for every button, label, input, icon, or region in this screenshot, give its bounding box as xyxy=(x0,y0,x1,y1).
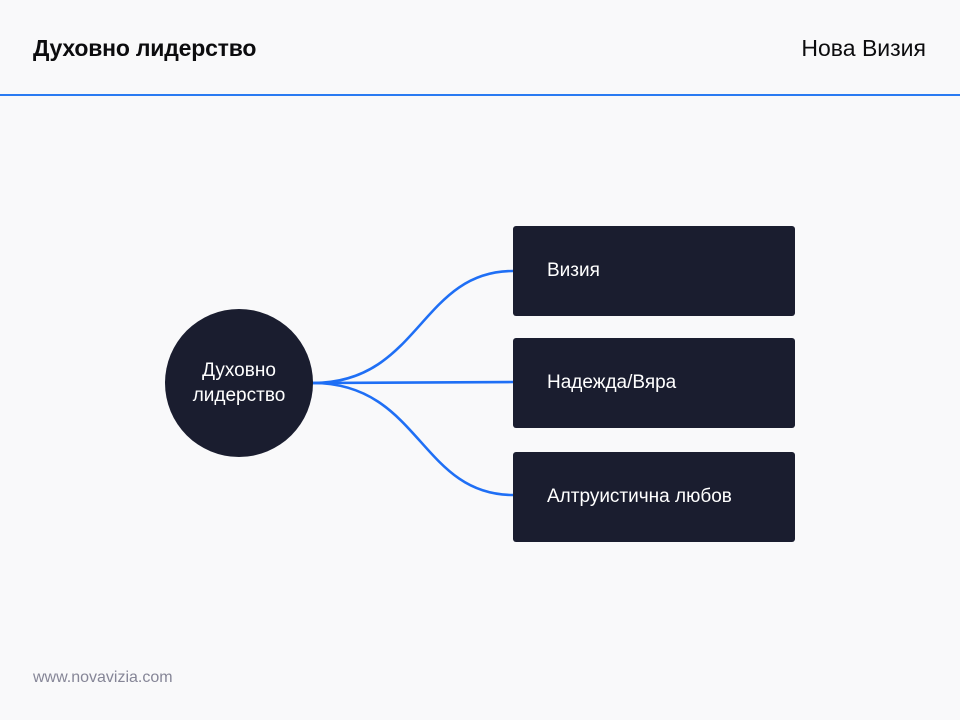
connector-to-node-3 xyxy=(311,381,515,497)
node-label: Алтруистична любов xyxy=(547,486,732,507)
footer-url: www.novavizia.com xyxy=(33,669,173,686)
brand-name: Нова Визия xyxy=(801,35,926,61)
header-divider xyxy=(0,94,960,96)
hub-node: Духовно лидерство xyxy=(165,309,313,457)
node-label: Надежда/Вяра xyxy=(547,372,677,393)
node-altruistic-love: Алтруистична любов xyxy=(513,452,795,542)
connector-to-node-2 xyxy=(311,380,515,385)
node-label: Визия xyxy=(547,260,600,281)
node-hope-faith: Надежда/Вяра xyxy=(513,338,795,428)
connector-to-node-1 xyxy=(311,269,515,385)
node-vision: Визия xyxy=(513,226,795,316)
hub-label-line-2: лидерство xyxy=(192,385,286,406)
hub-label-line-1: Духовно xyxy=(202,360,276,381)
page-title: Духовно лидерство xyxy=(33,35,257,61)
